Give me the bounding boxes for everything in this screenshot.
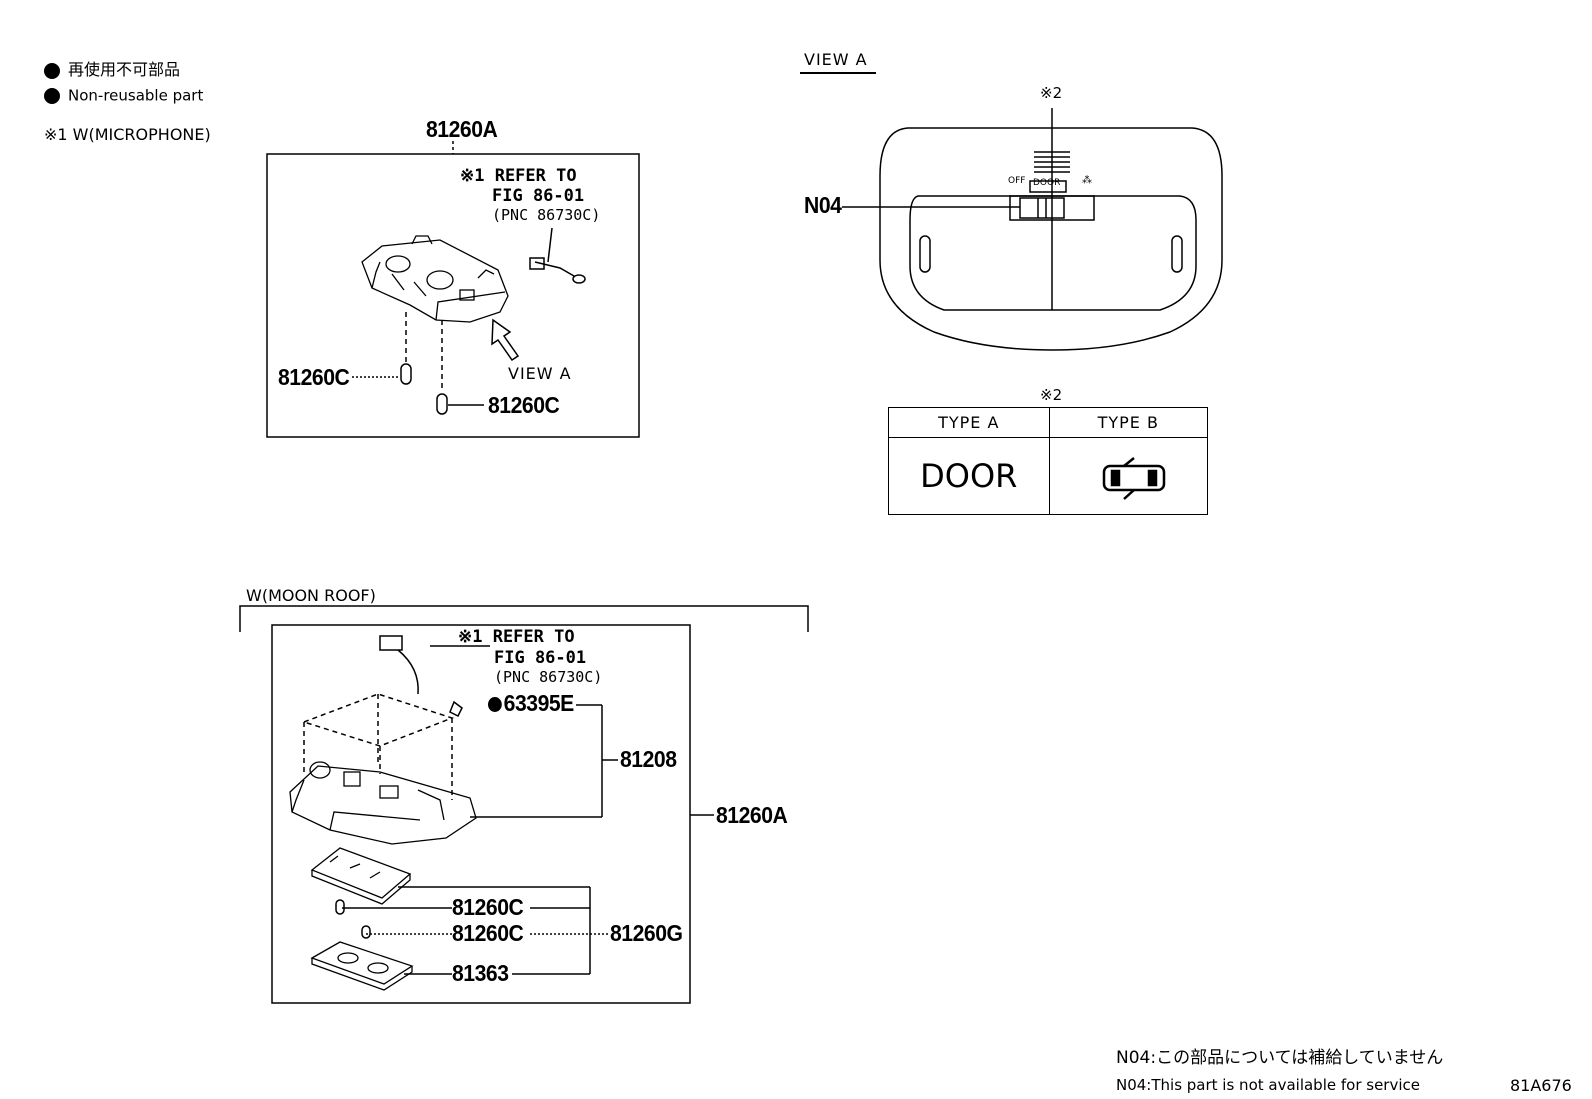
bulb2-part-number: 81260C (452, 920, 524, 946)
view-a-title: VIEW A (804, 50, 868, 69)
type-b-header: TYPE B (1048, 407, 1209, 438)
moon-roof-refer-line2: FIG 86-01 (494, 648, 587, 668)
view-a-lamp-outline (879, 108, 1223, 351)
note-microphone: ※1 W(MICROPHONE) (44, 125, 211, 144)
lens-cover (310, 941, 414, 991)
legend-en-row: Non-reusable part (44, 88, 203, 104)
type-a-header: TYPE A (888, 407, 1050, 438)
top-refer-line2: FIG 86-01 (492, 186, 585, 206)
legend-jp-row: 再使用不可部品 (44, 62, 180, 79)
lens-part-number: 81363 (452, 960, 509, 986)
top-refer-line1: ※1 REFER TO (460, 166, 577, 186)
n04-callout: N04 (804, 192, 842, 218)
bulb1-part-number: 81260C (452, 894, 524, 920)
non-reusable-bullet-icon (44, 88, 60, 104)
moon-roof-box-frame (271, 624, 691, 1004)
moon-roof-refer-line1: ※1 REFER TO (458, 627, 575, 647)
figure-id: 81A676 (1510, 1076, 1572, 1095)
top-refer-line3: (PNC 86730C) (492, 206, 601, 224)
switch-type-table: TYPE A TYPE B DOOR (888, 407, 1209, 515)
type-b-icon-cell (1048, 437, 1209, 515)
non-reusable-bullet-icon (44, 62, 60, 79)
assembly-part-number: 81260A (716, 802, 788, 828)
view-a-note-mark: ※2 (1040, 84, 1063, 102)
bulb-holder-board (310, 847, 412, 905)
housing-part-number: 81208 (620, 746, 677, 772)
legend-en-label: Non-reusable part (68, 86, 204, 105)
switch-door-label: DOOR (1033, 178, 1061, 188)
clip-part-number: 63395E (503, 690, 575, 716)
moon-roof-refer-line3: (PNC 86730C) (494, 668, 603, 686)
footer-note-jp: N04:この部品については補給していません (1116, 1048, 1444, 1068)
sub-assembly-part-number: 81260G (610, 920, 683, 946)
switch-on-icon: ⁂ (1082, 175, 1092, 186)
moon-roof-housing (289, 761, 477, 845)
top-bulb-right-label: 81260C (488, 392, 560, 418)
top-part-number: 81260A (426, 116, 498, 142)
top-view-a-label: VIEW A (508, 364, 572, 383)
moon-roof-title: W(MOON ROOF) (246, 586, 376, 605)
footer-note-en: N04:This part is not available for servi… (1116, 1076, 1420, 1094)
switch-off-label: OFF (1008, 176, 1026, 186)
lamp-housing-top (361, 235, 509, 323)
non-reusable-bullet-icon (488, 697, 502, 713)
legend-jp-label: 再使用不可部品 (68, 60, 181, 79)
type-table-note-mark: ※2 (1040, 386, 1063, 404)
top-bulb-left-label: 81260C (278, 364, 350, 390)
clip-row: 63395E (488, 692, 574, 715)
type-a-value: DOOR (888, 437, 1050, 515)
